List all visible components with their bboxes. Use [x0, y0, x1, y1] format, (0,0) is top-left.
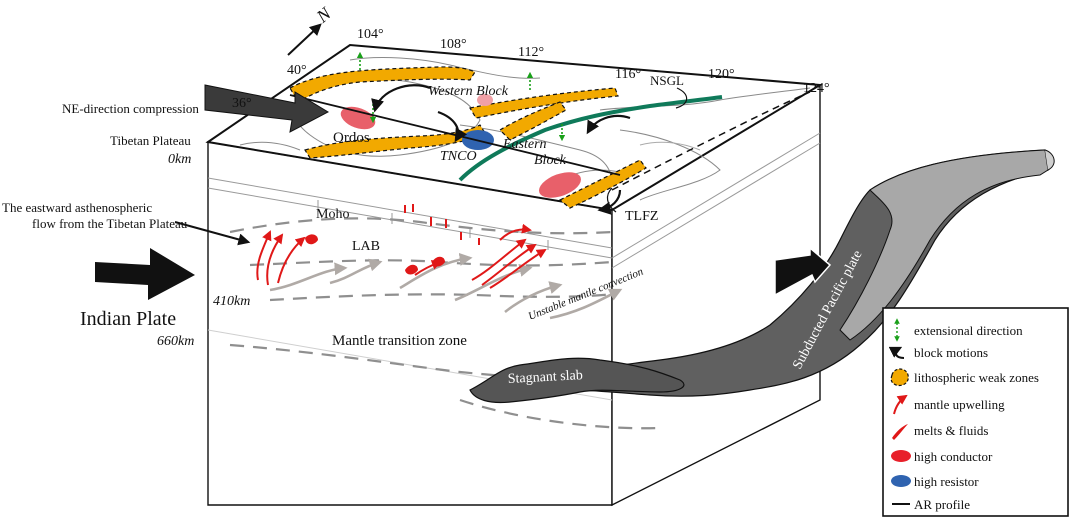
asthenospheric-flow-label-line2: flow from the Tibetan Plateau — [32, 216, 188, 231]
lower-boundary — [459, 398, 661, 430]
410-discontinuity — [269, 292, 613, 302]
stagnant-slab-label: Stagnant slab — [507, 368, 583, 387]
stagnant-slab — [469, 357, 685, 404]
weak-zone-icon — [890, 368, 909, 387]
eastern-block-label-line1: Eastern — [502, 137, 547, 152]
longitude-labels: 104° 108° 112° 116° 120° 124° — [357, 27, 830, 96]
high-conductor-icon — [891, 450, 911, 462]
asthenospheric-flow-arrow — [174, 221, 251, 246]
melts-fluids-icon — [892, 424, 908, 440]
legend-item: AR profile — [892, 497, 970, 512]
latitude-label: 36° — [232, 96, 252, 111]
legend-item: mantle upwelling — [893, 394, 1005, 415]
layer-lines — [207, 132, 821, 401]
high-resistor-icon — [891, 475, 911, 487]
western-block-label: Western Block — [428, 84, 509, 99]
mantle-convection-arrows — [269, 252, 623, 320]
longitude-label: 112° — [518, 45, 544, 60]
legend-label: high resistor — [914, 474, 979, 489]
map-surface — [205, 43, 824, 215]
lab-boundary — [229, 217, 613, 235]
lab-label: LAB — [352, 239, 380, 254]
nsgl-label: NSGL — [650, 73, 684, 88]
latitude-labels: 40° 36° — [232, 63, 307, 111]
latitude-label: 40° — [287, 63, 307, 78]
north-arrow — [287, 23, 322, 56]
high-conductors — [340, 94, 582, 198]
depth-label: 0km — [168, 152, 191, 167]
nsgl-line — [458, 95, 723, 182]
compression-arrow — [204, 84, 330, 133]
indian-plate-arrow — [95, 248, 195, 300]
longitude-label: 124° — [803, 81, 830, 96]
depth-label: 410km — [213, 294, 250, 309]
pacific-arrow-icon — [774, 246, 832, 297]
longitude-label: 120° — [708, 67, 735, 82]
legend-item: high conductor — [891, 449, 993, 464]
tlfz-label: TLFZ — [625, 209, 658, 224]
compression-label: NE-direction compression — [62, 101, 199, 116]
legend-item: extensional direction — [894, 318, 1023, 342]
legend-label: AR profile — [914, 497, 970, 512]
weak-zones — [289, 66, 647, 209]
longitude-label: 108° — [440, 37, 467, 52]
legend-label: lithospheric weak zones — [914, 370, 1039, 385]
ordos-label: Ordos — [333, 130, 370, 146]
melts-fluids — [305, 204, 480, 275]
block-motion-icon — [888, 346, 905, 359]
asthenospheric-flow-label-line1: The eastward asthenospheric — [2, 200, 152, 215]
indian-plate-label: Indian Plate — [80, 308, 176, 330]
coastline — [611, 91, 811, 191]
depth-labels: 0km 410km 660km — [157, 152, 250, 349]
moho-label: Moho — [316, 207, 349, 222]
legend-item: block motions — [888, 345, 988, 360]
legend: extensional direction block motions lith… — [882, 307, 1069, 517]
mantle-transition-zone-label: Mantle transition zone — [332, 333, 467, 349]
legend-item: lithospheric weak zones — [890, 368, 1039, 387]
longitude-label: 116° — [615, 67, 641, 82]
legend-label: high conductor — [914, 449, 993, 464]
legend-label: extensional direction — [914, 323, 1023, 338]
subducted-pacific-plate — [544, 149, 1055, 397]
legend-item: melts & fluids — [892, 423, 988, 440]
legend-item: high resistor — [891, 474, 979, 489]
depth-label: 660km — [157, 334, 194, 349]
longitude-label: 104° — [357, 27, 384, 42]
legend-label: melts & fluids — [914, 423, 988, 438]
eastern-block-label-line2: Block — [534, 153, 567, 168]
tnco-label: TNCO — [440, 149, 477, 164]
legend-label: mantle upwelling — [914, 397, 1005, 412]
tibetan-plateau-label: Tibetan Plateau — [110, 133, 191, 148]
block-motion-arrows — [371, 84, 631, 215]
legend-label: block motions — [914, 345, 988, 360]
north-label: N — [312, 3, 336, 27]
mantle-upwelling-icon — [893, 394, 908, 415]
